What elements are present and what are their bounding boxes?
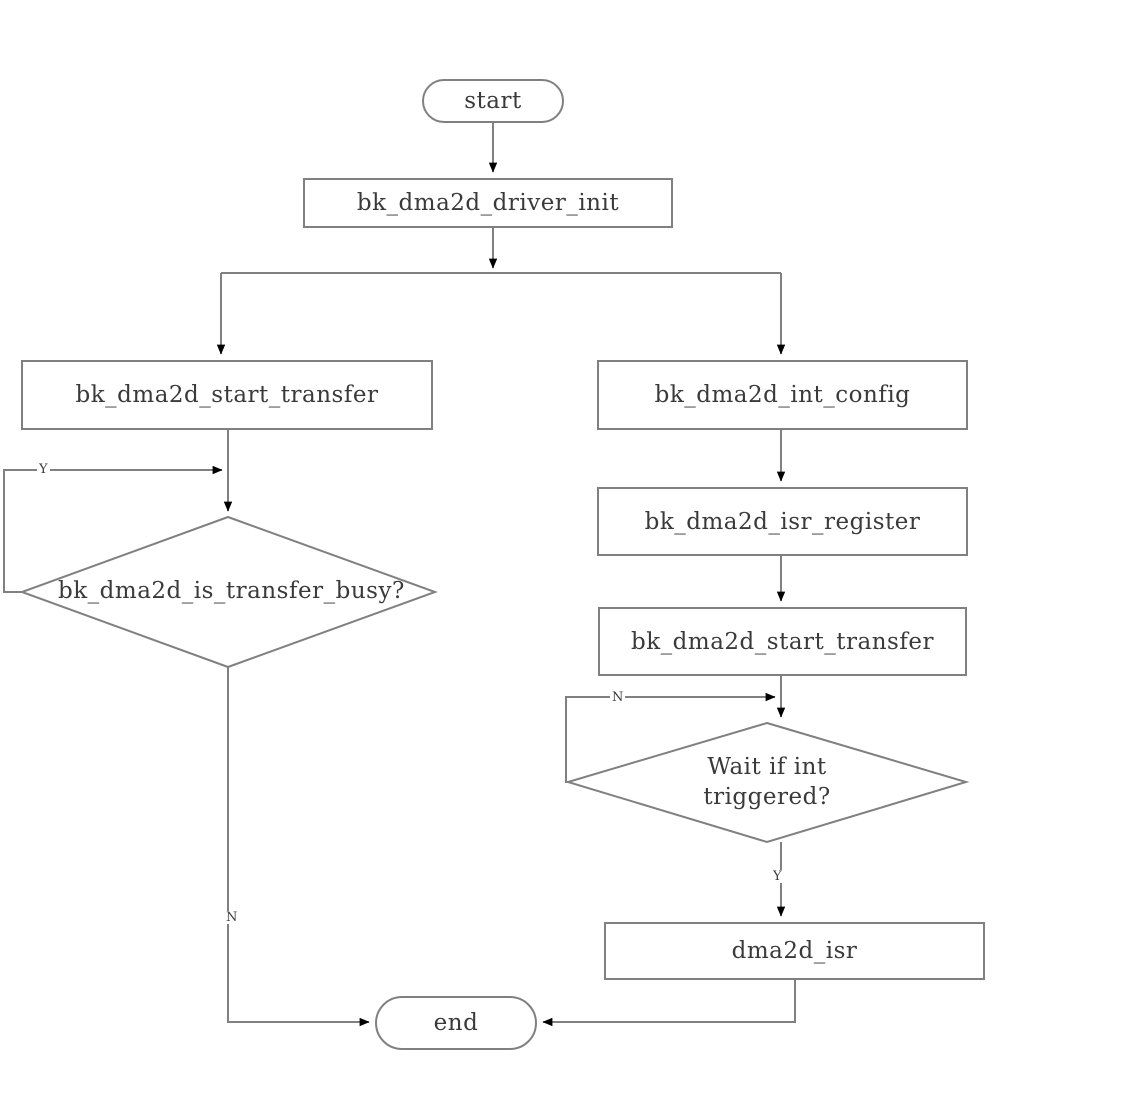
edge-label-busy-yes: Y: [37, 462, 50, 477]
edge-busy-no-to-end: [227, 667, 370, 1027]
node-right-bk-dma2d-start-transfer[interactable]: bk_dma2d_start_transfer: [598, 607, 967, 676]
edge-label-busy-no: N: [224, 910, 240, 925]
edge-label-int-yes: Y: [771, 869, 784, 884]
node-left-start-transfer-label: bk_dma2d_start_transfer: [75, 382, 379, 408]
edge-label-int-no: N: [610, 690, 626, 705]
node-is-transfer-busy-label: bk_dma2d_is_transfer_busy?: [58, 578, 405, 605]
node-bk-dma2d-int-config[interactable]: bk_dma2d_int_config: [597, 360, 968, 430]
node-wait-if-int-triggered[interactable]: Wait if int triggered?: [642, 723, 892, 842]
node-end[interactable]: end: [375, 996, 537, 1050]
node-dma2d-isr-label: dma2d_isr: [731, 938, 858, 964]
node-bk-dma2d-is-transfer-busy[interactable]: bk_dma2d_is_transfer_busy?: [58, 517, 405, 667]
node-driver-init-label: bk_dma2d_driver_init: [356, 190, 620, 216]
node-bk-dma2d-driver-init[interactable]: bk_dma2d_driver_init: [303, 178, 673, 228]
node-start-label: start: [464, 88, 522, 114]
node-end-label: end: [433, 1010, 479, 1036]
node-dma2d-isr[interactable]: dma2d_isr: [604, 922, 985, 980]
node-bk-dma2d-isr-register[interactable]: bk_dma2d_isr_register: [597, 487, 968, 556]
node-int-config-label: bk_dma2d_int_config: [654, 382, 911, 408]
node-start[interactable]: start: [422, 79, 564, 123]
node-isr-register-label: bk_dma2d_isr_register: [644, 508, 921, 535]
node-right-start-transfer-label: bk_dma2d_start_transfer: [631, 628, 934, 655]
node-left-bk-dma2d-start-transfer[interactable]: bk_dma2d_start_transfer: [21, 360, 433, 430]
node-wait-if-int-label: Wait if int triggered?: [703, 754, 831, 810]
edge-isr-to-end: [542, 980, 796, 1027]
